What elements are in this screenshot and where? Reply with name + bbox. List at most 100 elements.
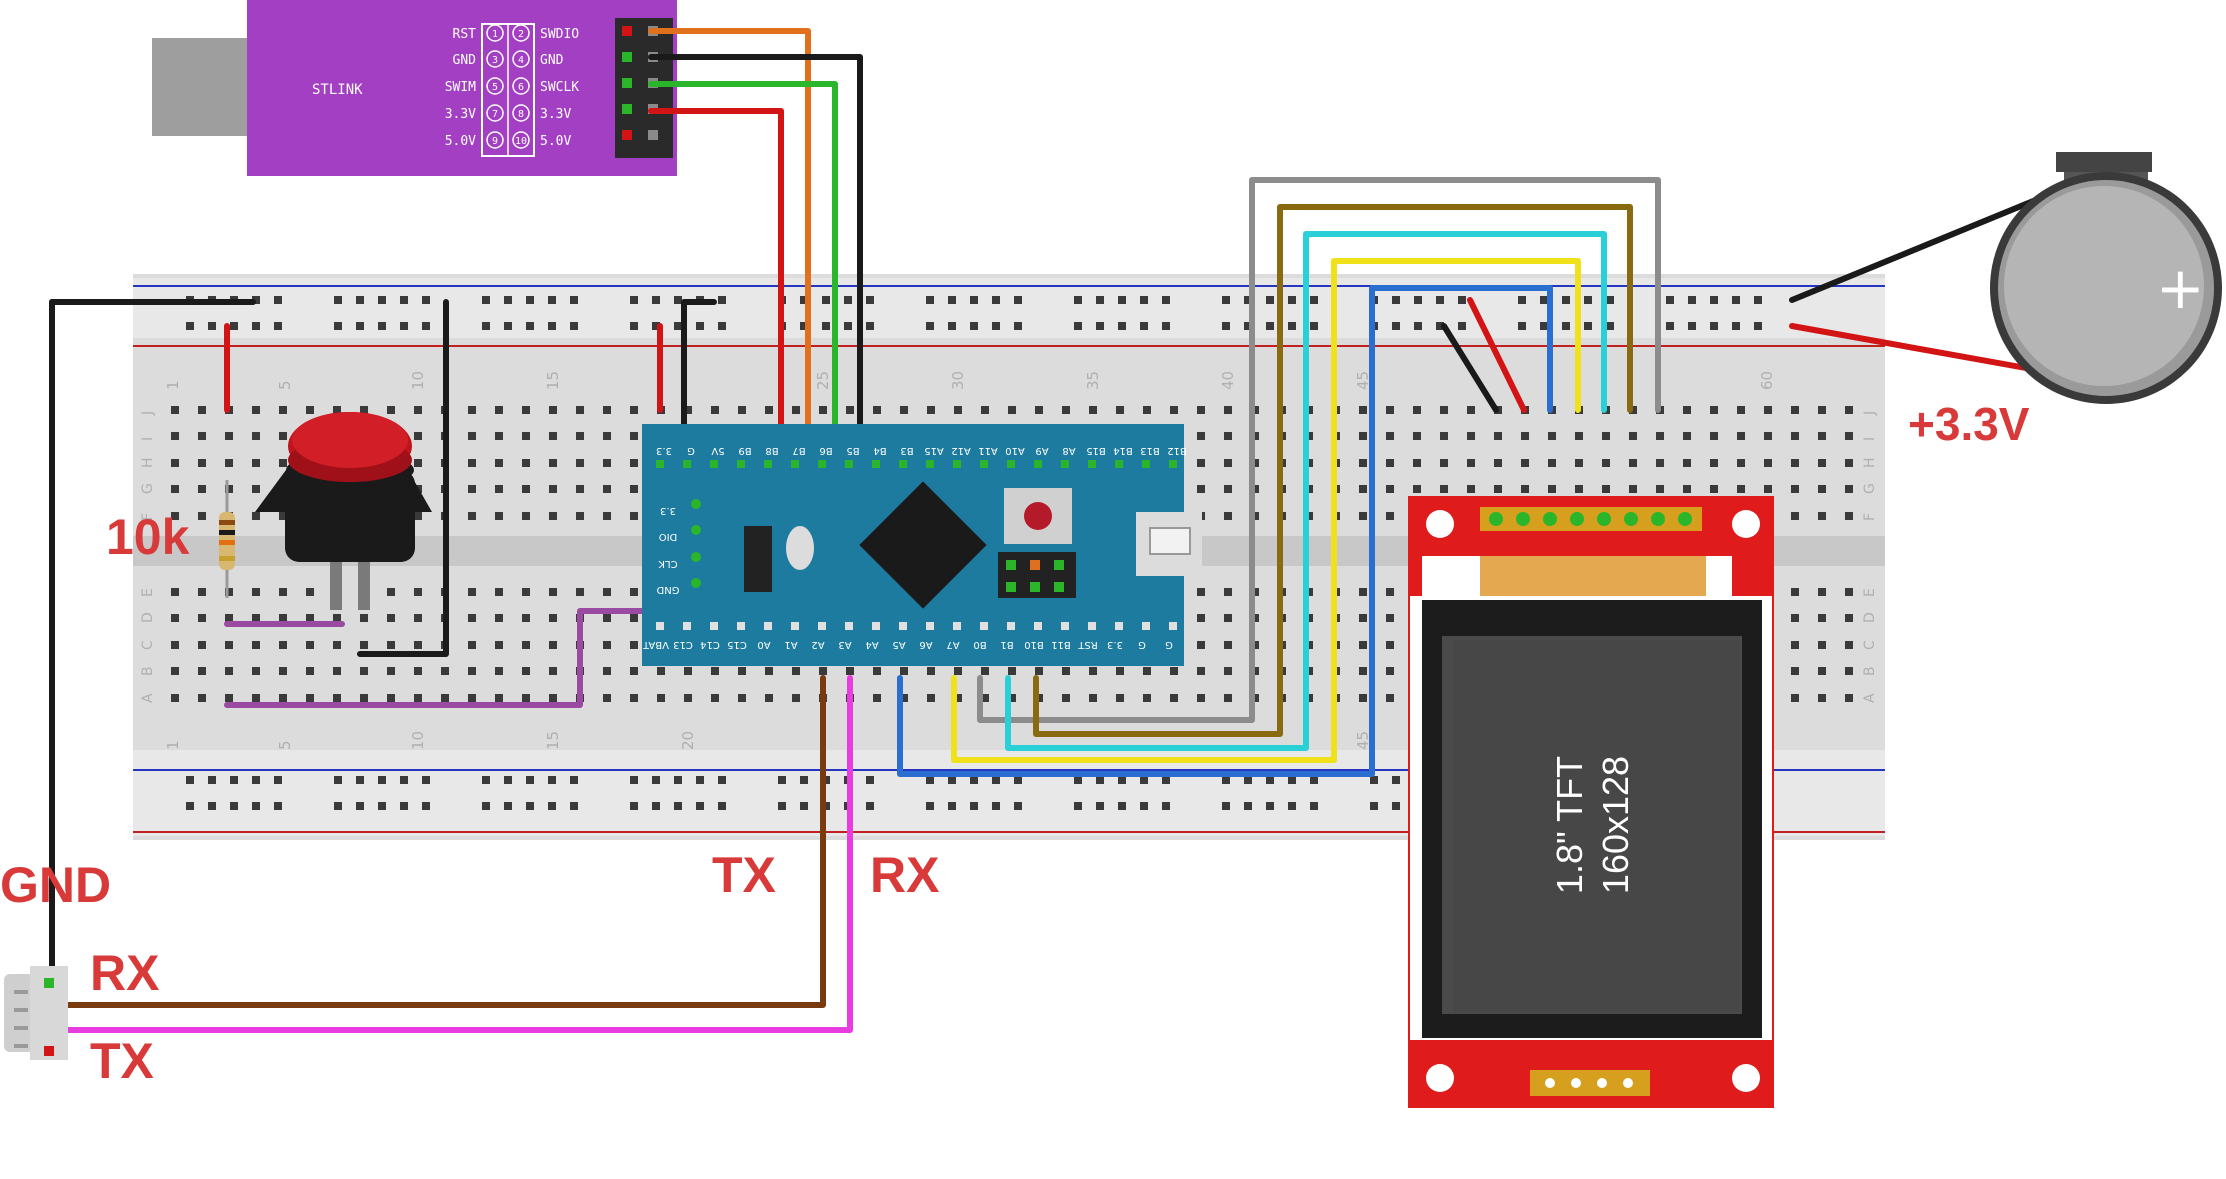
rail-hole — [1732, 296, 1740, 304]
tft-header-pin — [1543, 512, 1557, 526]
breadboard-hole — [1818, 588, 1826, 596]
rail-hole — [652, 322, 660, 330]
column-number-35: 35 — [1084, 371, 1102, 390]
breadboard-hole — [981, 406, 989, 414]
row-letter: G — [1862, 483, 1878, 494]
breadboard-hole — [711, 406, 719, 414]
rail-hole — [378, 322, 386, 330]
stlink-pin-number: 2 — [518, 29, 524, 40]
breadboard-hole — [630, 588, 638, 596]
rail-hole — [970, 802, 978, 810]
stlink-pin-number: 3 — [492, 55, 498, 66]
breadboard-hole — [684, 406, 692, 414]
breadboard-hole — [1575, 459, 1583, 467]
breadboard-hole — [1359, 588, 1367, 596]
rail-hole — [948, 296, 956, 304]
breadboard-hole — [414, 512, 422, 520]
rail-hole — [696, 802, 704, 810]
breadboard-hole — [522, 459, 530, 467]
breadboard-hole — [1197, 406, 1205, 414]
rail-hole — [186, 802, 194, 810]
breadboard-hole — [414, 588, 422, 596]
rail-hole — [1370, 776, 1378, 784]
bluepill-top-pin-label: B9 — [738, 445, 751, 456]
breadboard-hole — [495, 667, 503, 675]
stlink-pin-number-circle — [486, 104, 504, 122]
breadboard-hole — [522, 667, 530, 675]
breadboard-hole — [900, 667, 908, 675]
rail-hole — [1014, 776, 1022, 784]
bluepill-top-pin — [872, 460, 880, 468]
rail-hole — [866, 776, 874, 784]
breadboard-hole — [1359, 694, 1367, 702]
breadboard-hole — [1818, 485, 1826, 493]
breadboard-hole — [630, 485, 638, 493]
breadboard-hole — [495, 406, 503, 414]
rail-hole — [1414, 296, 1422, 304]
bluepill-top-pin — [818, 460, 826, 468]
bluepill-top-pin — [1034, 460, 1042, 468]
stlink-pin-number: 4 — [518, 55, 524, 66]
stlink-pin-number-circle — [486, 24, 504, 42]
rail-gnd-jumper-3 — [681, 299, 717, 467]
mcu-tx-label: TX — [712, 847, 776, 903]
breadboard-hole — [468, 614, 476, 622]
breadboard-hole — [1413, 432, 1421, 440]
rail-hole — [866, 802, 874, 810]
rail-hole — [208, 322, 216, 330]
breadboard-hole — [1710, 406, 1718, 414]
breadboard-hole — [1791, 406, 1799, 414]
rail-hole — [334, 322, 342, 330]
rail-hole — [1310, 322, 1318, 330]
breadboard-hole — [333, 406, 341, 414]
bluepill-top-pin-label: B15 — [1086, 445, 1106, 456]
breadboard-hole — [1818, 641, 1826, 649]
bluepill-bottom-pin — [872, 622, 880, 630]
breadboard-hole — [765, 694, 773, 702]
breadboard-hole — [1224, 432, 1232, 440]
swd-pin — [691, 499, 701, 509]
breadboard-hole — [1602, 432, 1610, 440]
breadboard-hole — [1197, 459, 1205, 467]
rail-hole — [1074, 322, 1082, 330]
rail-hole — [696, 776, 704, 784]
breadboard-hole — [1494, 432, 1502, 440]
breadboard-hole — [1737, 432, 1745, 440]
breadboard-hole — [252, 694, 260, 702]
breadboard-hole — [1683, 406, 1691, 414]
breadboard-hole — [1521, 432, 1529, 440]
breadboard-hole — [360, 667, 368, 675]
tft-label-line1: 1.8" TFT — [1549, 756, 1590, 894]
rail-hole — [630, 802, 638, 810]
breadboard-hole — [549, 406, 557, 414]
rail-hole — [1162, 296, 1170, 304]
breadboard-hole — [1197, 588, 1205, 596]
breadboard-hole — [333, 614, 341, 622]
bluepill-bottom-pin — [953, 622, 961, 630]
breadboard-hole — [657, 667, 665, 675]
breadboard-hole — [198, 588, 206, 596]
rail-hole — [570, 776, 578, 784]
breadboard-hole — [225, 459, 233, 467]
bluepill-top-pin-label: B14 — [1113, 445, 1133, 456]
breadboard-hole — [657, 694, 665, 702]
rail-hole — [1140, 296, 1148, 304]
breadboard-hole — [711, 667, 719, 675]
tft-header — [1480, 507, 1702, 531]
boot-jumper-pin — [1054, 582, 1064, 592]
rail-hole — [1562, 322, 1570, 330]
rail-hole — [1162, 322, 1170, 330]
tft-display: 1.8" TFT 160x128 — [1408, 496, 1774, 1108]
bluepill-bottom-pin — [818, 622, 826, 630]
battery-plus-symbol: + — [2156, 254, 2205, 322]
breadboard-hole — [1548, 432, 1556, 440]
breadboard-hole — [225, 694, 233, 702]
rail-hole — [844, 322, 852, 330]
breadboard-hole — [279, 667, 287, 675]
breadboard-hole — [1143, 667, 1151, 675]
breadboard-hole — [1440, 406, 1448, 414]
breadboard-hole — [414, 694, 422, 702]
breadboard-hole — [495, 641, 503, 649]
bluepill-top-pin-label: B6 — [819, 445, 832, 456]
